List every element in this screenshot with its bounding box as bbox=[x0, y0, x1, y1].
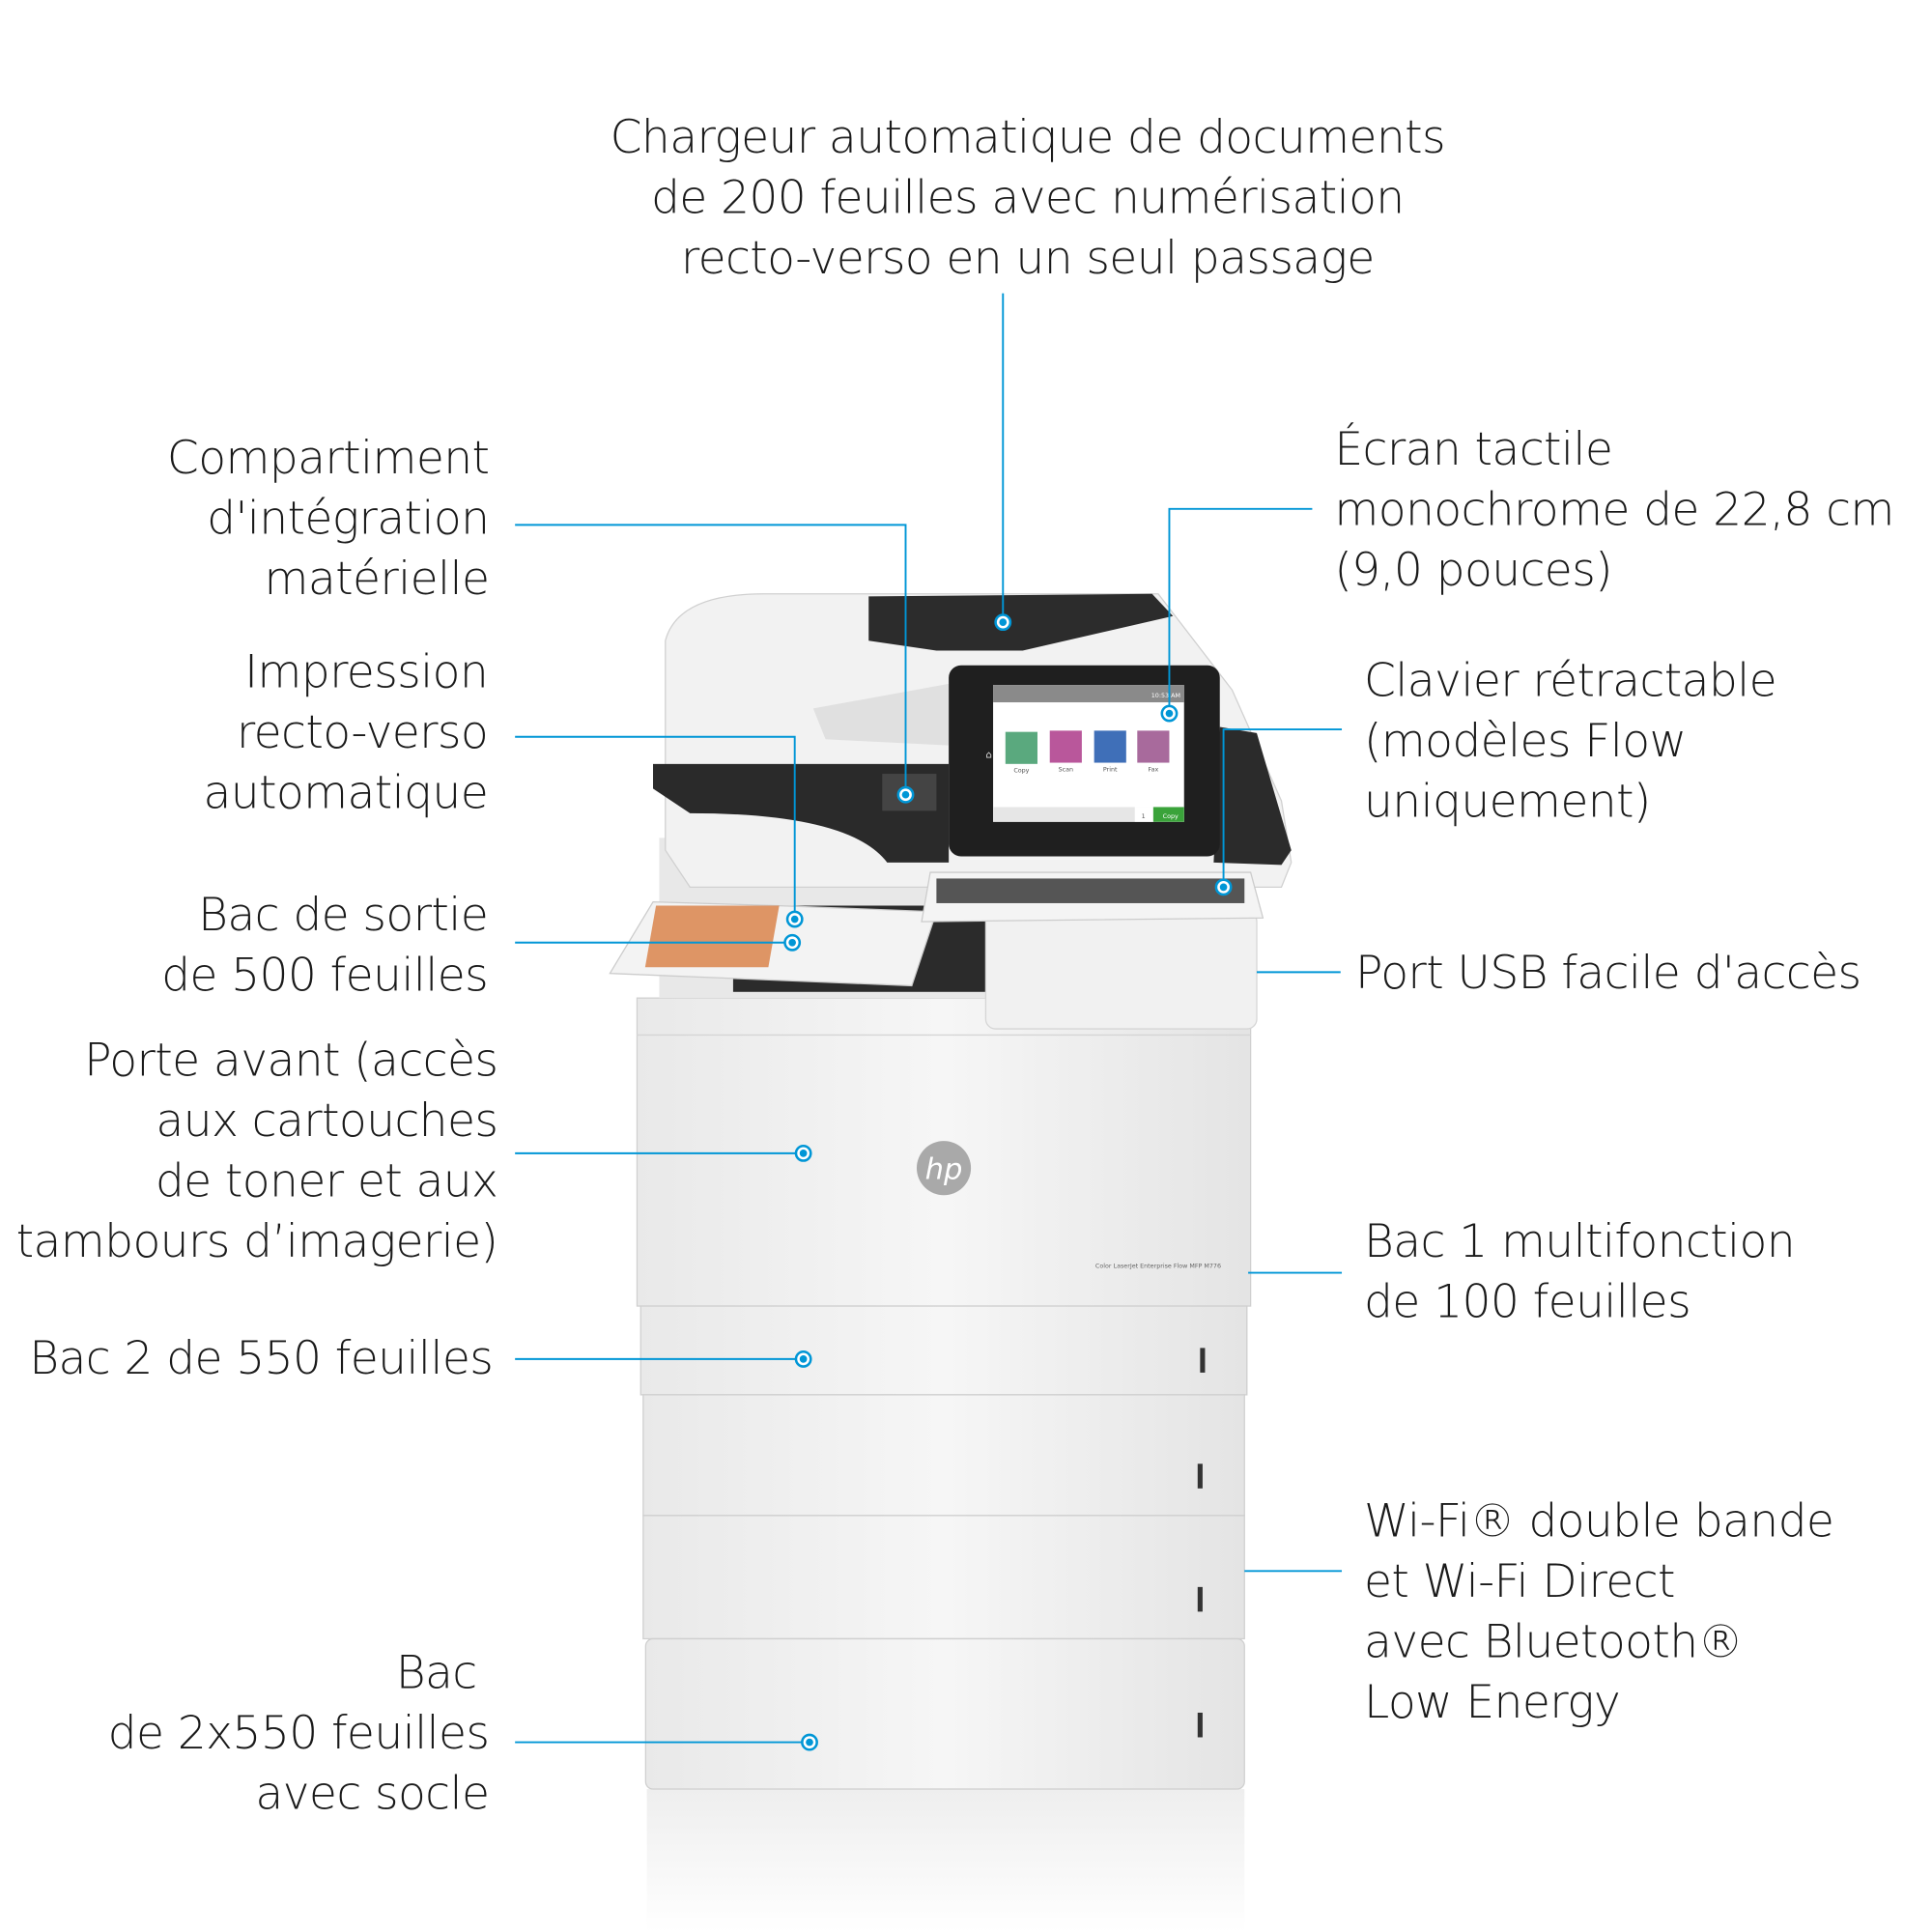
app-scan-label: Scan bbox=[1059, 765, 1073, 773]
screen-copy-button[interactable] bbox=[1152, 807, 1184, 822]
floor-reflection bbox=[646, 1789, 1245, 1932]
callout-dots bbox=[783, 613, 1233, 1751]
touchscreen-panel: Copy Scan Print Fax 10:53 AM 1 Copy ⌂ bbox=[949, 665, 1220, 857]
callout-lines bbox=[515, 293, 1343, 1744]
copy-button-label: Copy bbox=[1163, 812, 1179, 820]
tray-2[interactable] bbox=[639, 1305, 1248, 1396]
retractable-keyboard[interactable] bbox=[921, 871, 1264, 923]
app-print-tile[interactable] bbox=[1094, 730, 1126, 763]
svg-text:hp: hp bbox=[925, 1153, 963, 1187]
app-print-label: Print bbox=[1103, 765, 1118, 773]
app-scan-tile[interactable] bbox=[1049, 730, 1082, 763]
tray-3[interactable] bbox=[642, 1394, 1245, 1517]
model-label: Color LaserJet Enterprise Flow MFP M776 bbox=[1095, 1262, 1221, 1269]
app-fax-tile[interactable] bbox=[1137, 730, 1170, 763]
hp-logo: hp bbox=[916, 1141, 972, 1196]
app-copy-tile[interactable] bbox=[1005, 731, 1037, 764]
home-icon[interactable]: ⌂ bbox=[985, 750, 991, 760]
tray-4[interactable] bbox=[642, 1515, 1245, 1640]
copies-count[interactable]: 1 bbox=[1142, 812, 1146, 820]
callout-usb: Port USB facile d'accès bbox=[1355, 946, 1861, 1000]
screen-clock: 10:53 AM bbox=[1151, 692, 1180, 699]
callout-tray2: Bac 2 de 550 feuilles bbox=[29, 1331, 494, 1385]
printer-body bbox=[636, 997, 1252, 1790]
tray-5-stand[interactable] bbox=[644, 1637, 1245, 1790]
app-fax-label: Fax bbox=[1149, 765, 1159, 773]
app-copy-label: Copy bbox=[1013, 767, 1029, 775]
